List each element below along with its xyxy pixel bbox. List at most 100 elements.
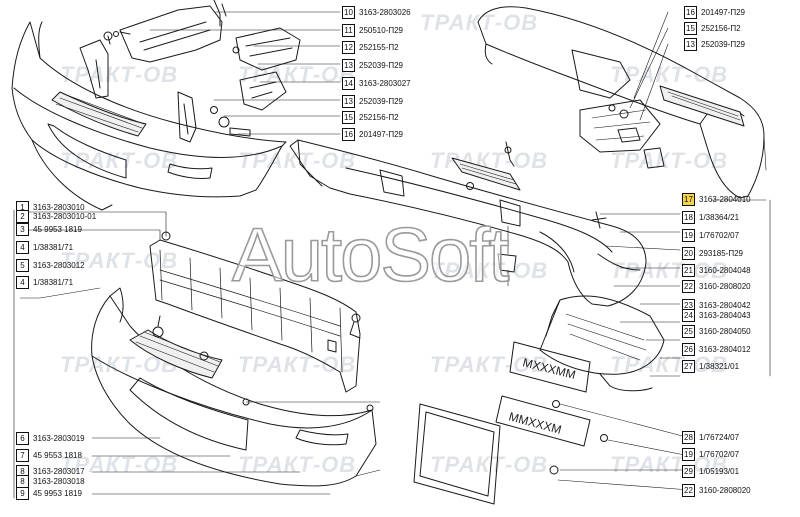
part-number: 3160-2808020 (699, 281, 751, 291)
part-number: 3160-2808020 (699, 485, 751, 495)
callout-number: 22 (682, 279, 695, 293)
watermark-brand: ТРАКТ-ОВ (60, 62, 179, 87)
callout-number: 13 (342, 94, 355, 108)
callout-number: 16 (342, 127, 355, 141)
callout[interactable]: 17 3163-2804010 (682, 192, 751, 206)
callout-number: 11 (342, 23, 355, 37)
callout[interactable]: 4 1/38381/71 (16, 275, 73, 289)
callout[interactable]: 22 3160-2808020 (682, 279, 751, 293)
callout-number: 26 (682, 342, 695, 356)
callout-number: 17 (682, 192, 695, 206)
callout-number: 14 (342, 76, 355, 90)
watermark-brand: ТРАКТ-ОВ (238, 452, 357, 477)
callout[interactable]: 5 3163-2803012 (16, 258, 85, 272)
watermark-brand: ТРАКТ-ОВ (60, 248, 179, 273)
part-number: 3163-2803017 (33, 466, 85, 476)
part-number: 3163-2803010-01 (33, 211, 97, 221)
callout-number: 5 (16, 258, 29, 272)
callout[interactable]: 20 293185-П29 (682, 246, 743, 260)
callout[interactable]: 2 3163-2803010-01 (16, 209, 96, 223)
callout-number: 13 (342, 58, 355, 72)
rear-bumper-assembled (477, 6, 767, 201)
callout-number: 25 (682, 324, 695, 338)
callout-number: 29 (682, 464, 695, 478)
callout-number: 27 (682, 359, 695, 373)
part-number: 252155-П2 (359, 42, 399, 52)
watermark-brand: ТРАКТ-ОВ (430, 258, 549, 283)
part-number: 1/38321/01 (699, 361, 740, 371)
callout-number: 20 (682, 246, 695, 260)
front-bumper-assembled (11, 21, 287, 211)
watermark-brand: ТРАКТ-ОВ (238, 148, 357, 173)
callout-number: 2 (16, 209, 29, 223)
part-number: 1/76702/07 (699, 449, 740, 459)
part-number: 1/76702/07 (699, 230, 740, 240)
rear-bumper-beam (289, 139, 647, 307)
callout[interactable]: 14 3163-2803027 (342, 76, 411, 90)
watermark-brand: ТРАКТ-ОВ (430, 352, 549, 377)
part-number: 3163-2804012 (699, 344, 751, 354)
watermark-brand: ТРАКТ-ОВ (60, 148, 179, 173)
callout[interactable]: 26 3163-2804012 (682, 342, 751, 356)
callout-number: 15 (684, 21, 697, 35)
callout[interactable]: 27 1/38321/01 (682, 359, 739, 373)
leader-lines-upper (149, 11, 341, 135)
part-number: 3163-2803012 (33, 260, 85, 270)
watermark-brand: ТРАКТ-ОВ (238, 352, 357, 377)
watermark-brand: ТРАКТ-ОВ (430, 452, 549, 477)
part-number: 293185-П29 (699, 248, 744, 258)
part-number: 252039-П29 (359, 60, 404, 70)
part-number: 1/38381/71 (33, 277, 74, 287)
callout[interactable]: 13 252039-П29 (342, 58, 403, 72)
callout-number: 16 (684, 5, 697, 19)
license-plates: MXXXMM MMXXXM (413, 341, 691, 505)
callout[interactable]: 21 3160-2804048 (682, 263, 751, 277)
callout-number: 22 (682, 483, 695, 497)
part-number: 3163-2804010 (699, 194, 751, 204)
watermark-brand: ТРАКТ-ОВ (610, 62, 729, 87)
part-number: 3163-2803019 (33, 433, 85, 443)
front-bumper-frame (19, 211, 361, 393)
callout-number: 10 (342, 5, 355, 19)
part-number: 3160-2804050 (699, 326, 751, 336)
callout-number: 7 (16, 448, 29, 462)
part-number: 45 9553 1818 (33, 450, 82, 460)
watermark-brand: ТРАКТ-ОВ (610, 452, 729, 477)
part-number: 1/38364/21 (699, 212, 740, 222)
callout-number: 4 (16, 275, 29, 289)
callout[interactable]: 25 3160-2804050 (682, 324, 751, 338)
callout[interactable]: 7 45 9553 1818 (16, 448, 82, 462)
watermark-brand: ТРАКТ-ОВ (610, 148, 729, 173)
watermark-brand: ТРАКТ-ОВ (238, 62, 357, 87)
part-number: 252156-П2 (359, 112, 399, 122)
part-number: 3163-2803027 (359, 78, 411, 88)
part-number: 3160-2804048 (699, 265, 751, 275)
callout[interactable]: 22 3160-2808020 (682, 483, 751, 497)
autosoft-watermark: AutoSoft (231, 212, 510, 299)
callout-number: 21 (682, 263, 695, 277)
part-number: 3163-2803010 (33, 202, 85, 212)
part-number: 252156-П2 (701, 23, 741, 33)
front-bumper-brackets (79, 0, 301, 143)
callout[interactable]: 15 252156-П2 (684, 21, 741, 35)
svg-text:MXXXMM: MXXXMM (521, 355, 577, 382)
part-number: 3163-2804042 (699, 300, 751, 310)
